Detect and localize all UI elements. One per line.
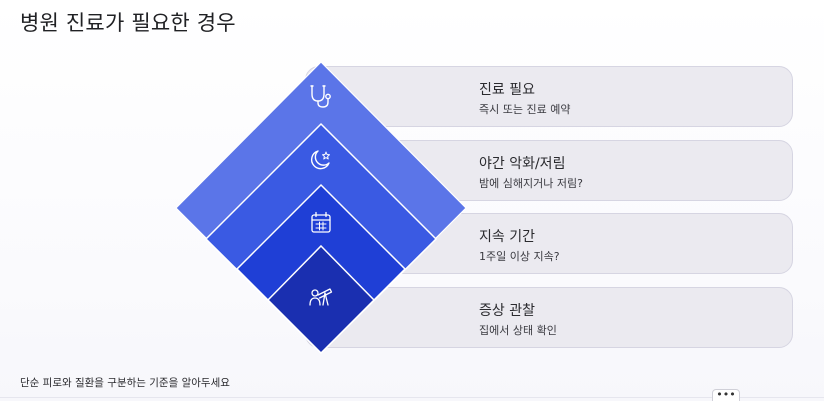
stethoscope-icon (310, 85, 331, 108)
level-subtitle: 즉시 또는 진료 예약 (479, 103, 571, 116)
level-subtitle: 밤에 심해지거나 저림? (479, 177, 583, 190)
level-title: 진료 필요 (479, 82, 535, 98)
level-title: 증상 관찰 (479, 303, 535, 319)
diamond-layer-4 (266, 244, 376, 355)
level-title: 야간 악화/저림 (479, 156, 566, 172)
level-title: 지속 기간 (479, 229, 535, 245)
level-subtitle: 1주일 이상 지속? (479, 250, 560, 263)
level-subtitle: 집에서 상태 확인 (479, 324, 557, 337)
footnote: 단순 피로와 질환을 구분하는 기준을 알아두세요 (20, 377, 230, 389)
page-title: 병원 진료가 필요한 경우 (20, 11, 236, 35)
more-options-button[interactable]: ••• (712, 389, 740, 401)
level-card-4: 증상 관찰 집에서 상태 확인 (305, 287, 793, 348)
bottom-divider (0, 397, 824, 398)
telescope-observer-icon (309, 288, 333, 306)
moon-star-icon (310, 150, 330, 170)
level-card-1: 진료 필요 즉시 또는 진료 예약 (305, 66, 793, 127)
calendar-icon (311, 211, 331, 233)
